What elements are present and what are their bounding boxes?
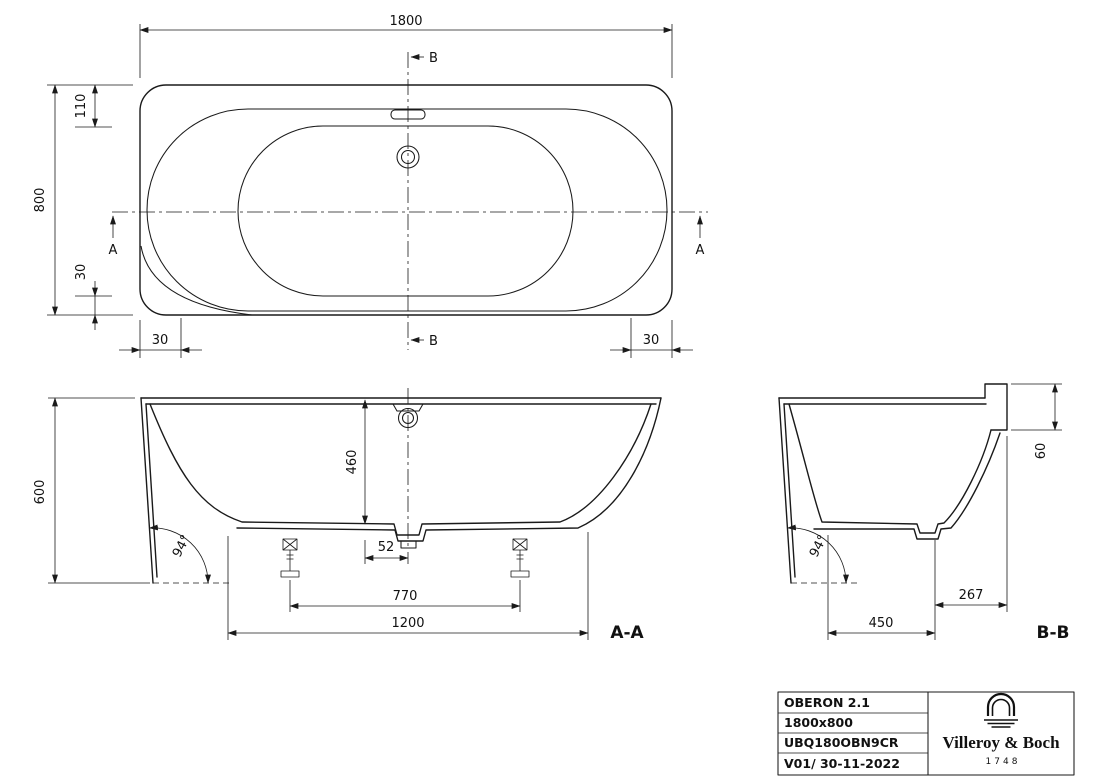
brand-logo-icon: [984, 692, 1018, 728]
dim-bottom-left-offset: 30: [119, 318, 202, 358]
section-bb-title: B-B: [1037, 623, 1070, 643]
dim-feet-spacing: 770: [289, 580, 521, 612]
extension-lines: [934, 436, 1008, 640]
dim-support-length: 1200: [227, 532, 589, 640]
left-apron: [140, 397, 158, 584]
foot-plate: [510, 570, 530, 578]
dim-label-52: 52: [378, 540, 395, 555]
top-view: 1800 800 110 30 30: [33, 14, 708, 358]
dim-label-30-left: 30: [74, 264, 89, 281]
bowl-outer-shell: [236, 397, 662, 542]
section-label-a-right: A: [696, 243, 705, 258]
dim-label-267: 267: [959, 588, 984, 603]
dim-label-1200: 1200: [391, 616, 424, 631]
dim-wall-angle-aa: 94°: [148, 524, 232, 584]
dim-label-30-bottom-left: 30: [152, 333, 169, 348]
model-size: 1800x800: [784, 715, 853, 730]
dim-label-1800: 1800: [389, 14, 422, 29]
left-apron: [778, 397, 796, 584]
dim-rim-edge-height: 60: [1011, 383, 1062, 460]
adjustable-foot-left: [280, 538, 300, 578]
dim-drain-offset: 52: [364, 540, 409, 564]
tub-outer-outline: [139, 84, 673, 316]
extension-lines: [139, 24, 673, 78]
dim-rim-inset: 110: [74, 84, 112, 128]
dim-side-inset: 30: [74, 264, 112, 330]
angle-label-aa: 94°: [170, 533, 194, 560]
title-block-border: [777, 691, 1075, 776]
section-marker-b-bottom: B: [410, 334, 438, 349]
dim-label-30-bottom-right: 30: [643, 333, 660, 348]
section-marker-b-top: B: [410, 51, 438, 66]
logo-arch-inner: [991, 698, 1011, 716]
section-aa-view: 600 460 52 770 1200 94°: [33, 388, 662, 643]
dim-label-60: 60: [1034, 443, 1049, 460]
dim-label-450: 450: [869, 616, 894, 631]
bowl-outer-shell: [813, 432, 1001, 540]
dim-overall-height: 600: [33, 397, 150, 584]
dim-edge-to-center: 267: [934, 436, 1008, 640]
article-number: UBQ180OBN9CR: [784, 735, 899, 750]
dim-base-width: 450: [827, 535, 936, 640]
bowl-inner-profile: [788, 403, 992, 534]
drain-outer-circle: [396, 145, 420, 169]
angle-arc: [786, 524, 849, 584]
section-marker-a-right: A: [696, 215, 705, 258]
logo-arch-outer: [986, 692, 1016, 716]
angle-label-bb: 94°: [807, 533, 831, 560]
brand-name: Villeroy & Boch: [942, 733, 1060, 752]
model-name: OBERON 2.1: [784, 695, 870, 710]
section-bb-view: 60 94° 267 450 B-B: [778, 383, 1070, 643]
dim-wall-angle-bb: 94°: [786, 524, 860, 584]
rim-upstand: [984, 383, 1008, 431]
dim-overall-width: 800: [33, 84, 133, 316]
dim-label-460: 460: [345, 450, 360, 475]
dim-label-800: 800: [33, 188, 48, 213]
foot-stem: [286, 550, 294, 571]
dim-label-110: 110: [74, 94, 89, 119]
corner-transition-curve: [140, 245, 253, 316]
section-label-a-left: A: [109, 243, 118, 258]
title-block: OBERON 2.1 1800x800 UBQ180OBN9CR V01/ 30…: [777, 691, 1075, 776]
tub-basin-outline: [237, 125, 574, 297]
section-label-b-top: B: [429, 51, 438, 66]
title-block-row-lines: [778, 712, 928, 754]
waste-outlet: [400, 541, 417, 549]
foot-plate: [280, 570, 300, 578]
extension-lines: [48, 397, 150, 584]
extension-lines: [227, 532, 589, 640]
dim-label-600: 600: [33, 480, 48, 505]
foot-bracket-cross: [512, 538, 528, 551]
drain-inner-circle: [400, 149, 416, 165]
section-marker-a-left: A: [109, 215, 118, 258]
dim-label-770: 770: [393, 589, 418, 604]
foot-stem: [516, 550, 524, 571]
rim-lines: [140, 397, 662, 405]
tub-rim-outline: [146, 108, 668, 312]
logo-ripples: [984, 719, 1018, 728]
drawing-version: V01/ 30-11-2022: [784, 756, 900, 771]
brand-year: 1748: [986, 757, 1021, 767]
extension-lines: [47, 84, 133, 316]
angle-arc: [148, 524, 211, 584]
rim-lines: [778, 397, 987, 405]
dim-overall-length: 1800: [139, 14, 673, 78]
section-aa-title: A-A: [610, 623, 644, 643]
foot-bracket-cross: [282, 538, 298, 551]
extension-lines: [1011, 383, 1062, 431]
dim-inner-depth: 460: [345, 399, 368, 525]
adjustable-foot-right: [510, 538, 530, 578]
overflow-slot: [390, 109, 426, 120]
dim-bottom-right-offset: 30: [610, 318, 693, 358]
section-label-b-bottom: B: [429, 334, 438, 349]
